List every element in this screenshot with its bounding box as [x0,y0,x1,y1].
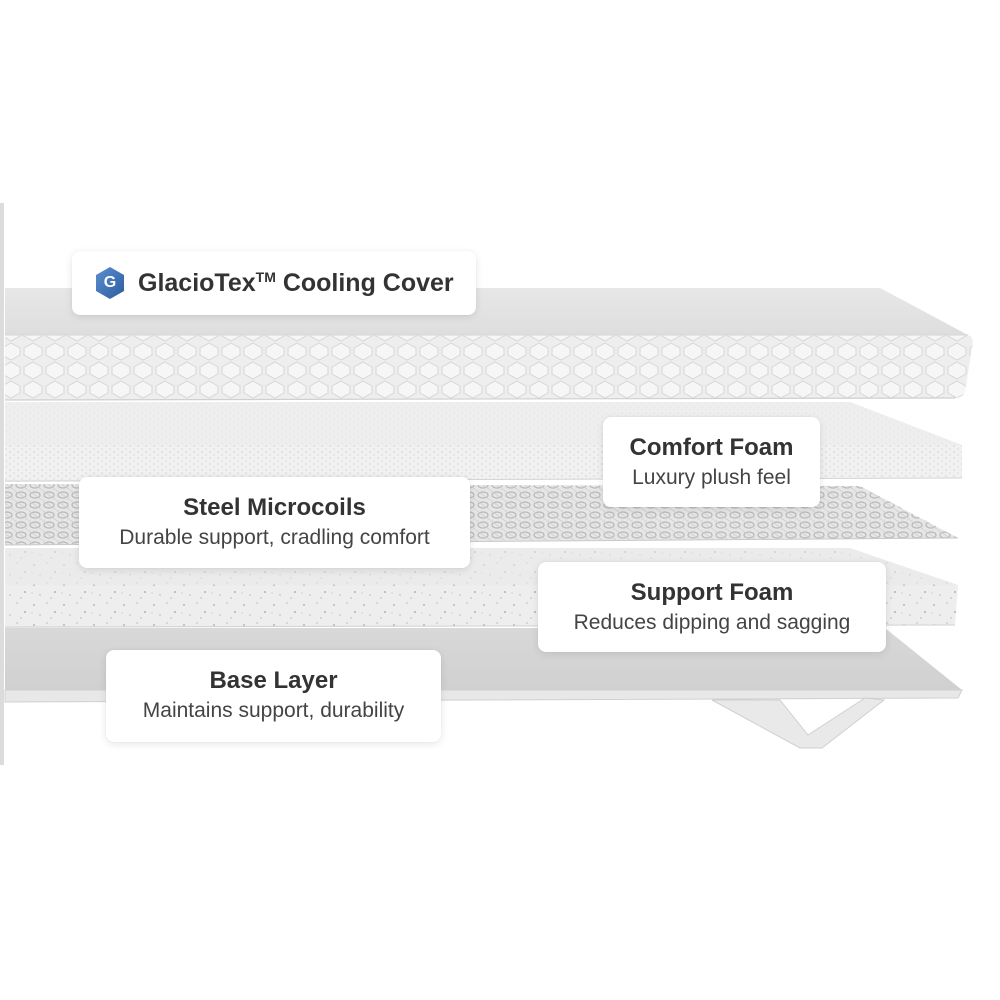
layer-subtitle: Reduces dipping and sagging [573,611,851,634]
steel-microcoils-label: Steel Microcoils Durable support, cradli… [79,477,470,568]
comfort-foam-label: Comfort Foam Luxury plush feel [603,417,820,507]
layer-subtitle: Maintains support, durability [142,699,405,722]
trademark-mark: TM [255,268,276,285]
brand-icon-letter: G [103,274,117,291]
left-edge-line [0,203,4,765]
base-layer-label: Base Layer Maintains support, durability [106,650,441,742]
hexagon-brand-icon: G [92,265,128,301]
cover-label-text: Cooling Cover [282,268,454,297]
layer-title: Support Foam [630,579,794,606]
cooling-cover-label: G GlacioTexTM Cooling Cover [72,251,476,315]
layer-title: Steel Microcoils [183,494,366,521]
brand-name: GlacioTex [138,268,256,297]
support-foam-label: Support Foam Reduces dipping and sagging [538,562,886,652]
cooling-cover-title: GlacioTexTM Cooling Cover [138,269,454,298]
layer-title: Comfort Foam [629,434,794,461]
layer-subtitle: Durable support, cradling comfort [119,526,430,549]
layer-subtitle: Luxury plush feel [632,466,791,489]
layer-title: Base Layer [209,667,338,694]
